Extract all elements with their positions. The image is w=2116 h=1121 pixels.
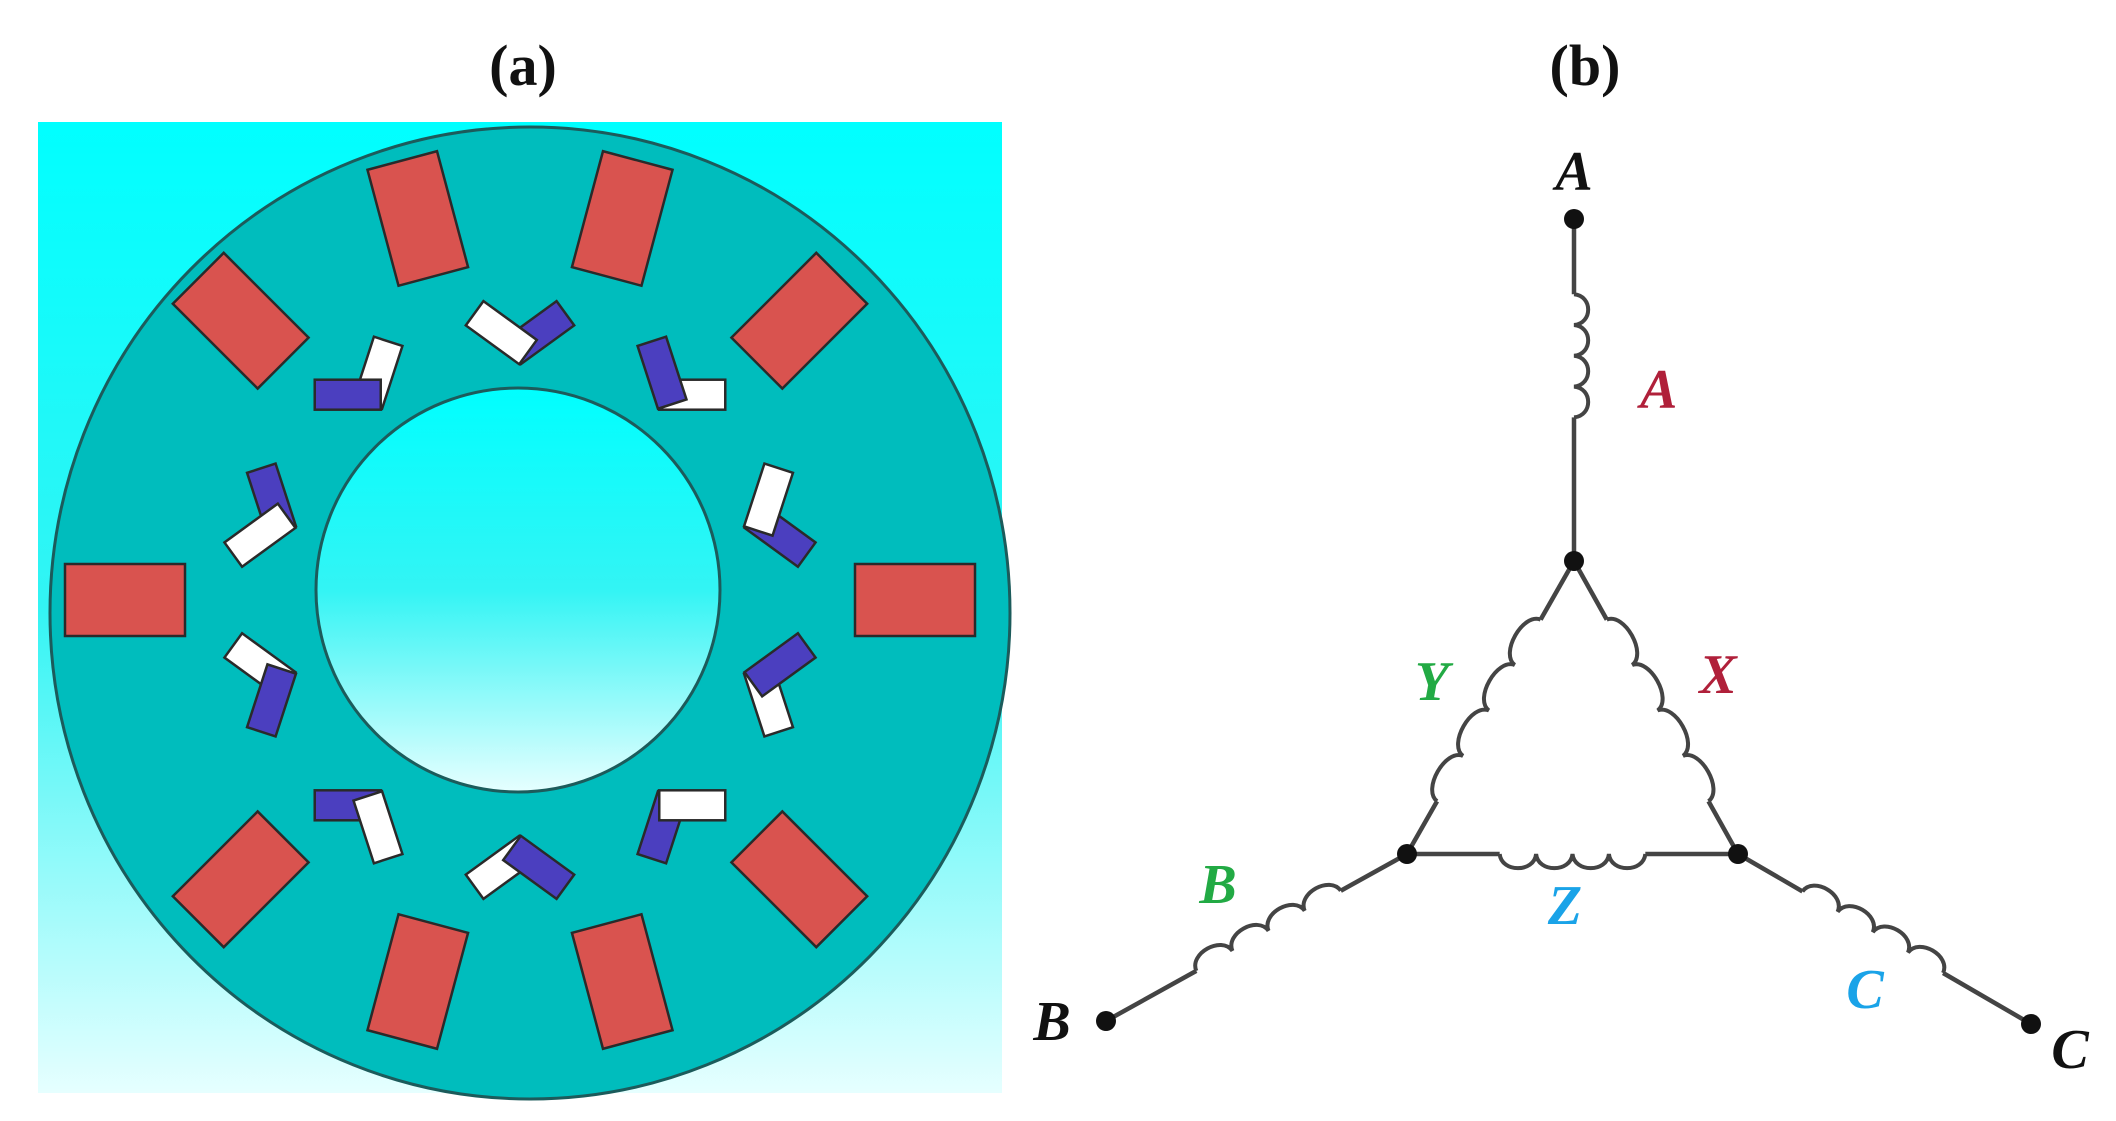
red-magnet (729, 251, 869, 391)
coil-label-y: Y (1415, 651, 1454, 713)
inner-magnet (222, 501, 298, 569)
coil-y-lead-2 (1405, 800, 1440, 856)
inner-magnet (351, 789, 405, 865)
inner-magnet (742, 631, 818, 699)
red-magnet (171, 251, 311, 391)
red-magnet (171, 809, 311, 949)
terminal-label-a: A (1552, 141, 1592, 203)
magnet-cross-section (38, 122, 1012, 1101)
red-magnet (365, 912, 470, 1051)
red-magnet (570, 912, 675, 1051)
terminal-label-b: B (1032, 991, 1070, 1053)
coil-c (1800, 883, 1947, 974)
inner-magnet (313, 378, 382, 411)
coil-b-lead-1 (1339, 852, 1409, 893)
inner-magnet (245, 662, 298, 738)
red-magnet (853, 562, 977, 638)
coil-b-lead-2 (1104, 968, 1198, 1023)
junction-node-left (1397, 844, 1417, 864)
inner-magnet (635, 335, 689, 411)
coil-c-lead-1 (1736, 852, 1804, 894)
coil-label-z: Z (1547, 875, 1582, 937)
center-bore (314, 386, 722, 794)
inner-magnet (464, 299, 539, 366)
inner-magnet (742, 462, 795, 538)
coil-x-lead-2 (1706, 800, 1740, 856)
winding-schematic: A B C A X Y Z B C (1032, 141, 2089, 1081)
panel-b-label: (b) (1550, 33, 1621, 98)
terminal-label-c: C (2051, 1019, 2089, 1081)
red-magnet (729, 809, 869, 949)
junction-node-top (1564, 551, 1584, 571)
coil-label-c: C (1846, 959, 1884, 1021)
inner-magnet (658, 789, 727, 822)
red-magnet (570, 149, 675, 288)
red-magnet (63, 562, 187, 638)
terminal-node-b (1096, 1011, 1116, 1031)
coil-z (1497, 853, 1648, 870)
coil-a (1573, 292, 1591, 420)
coil-y (1430, 616, 1542, 803)
coil-c-lead-2 (1941, 971, 2033, 1026)
terminal-node-c (2021, 1014, 2041, 1034)
coil-x-lead-1 (1572, 559, 1609, 621)
coil-x (1606, 616, 1716, 803)
panel-a-label: (a) (489, 33, 557, 98)
inner-magnet (501, 834, 576, 901)
coil-y-lead-1 (1538, 559, 1576, 621)
terminal-node-a (1564, 209, 1584, 229)
red-magnet (365, 149, 470, 288)
coil-label-a: A (1637, 359, 1677, 421)
coil-label-b: B (1198, 854, 1236, 916)
magnet-array (63, 149, 977, 1051)
junction-node-right (1728, 844, 1748, 864)
wiring (1104, 219, 2033, 1026)
coil-b (1193, 882, 1343, 972)
coil-label-x: X (1697, 644, 1738, 706)
